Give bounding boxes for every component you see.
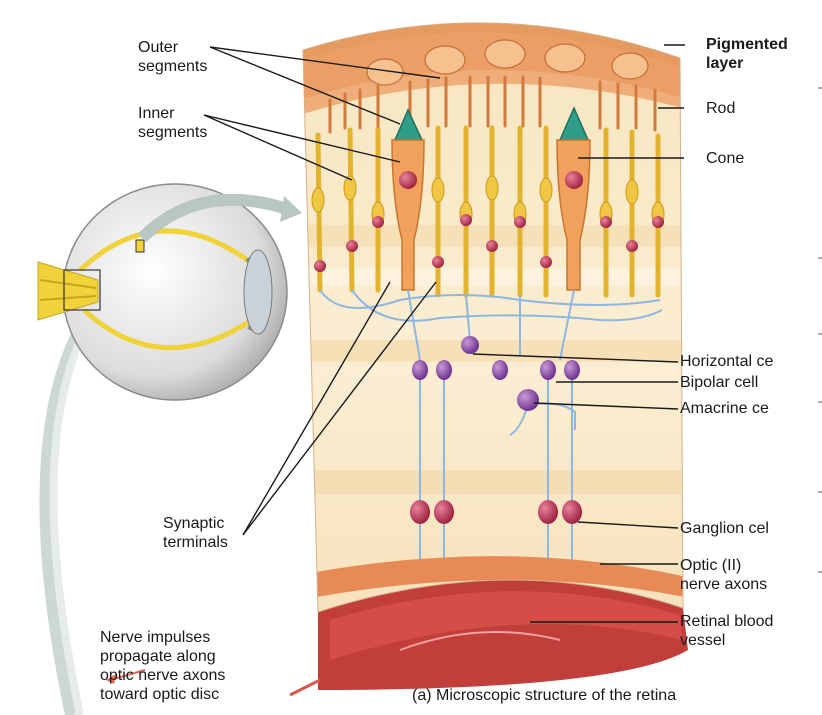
horizontal-cell-body <box>461 336 479 354</box>
figure-caption: (a) Microscopic structure of the retina <box>412 686 676 705</box>
retina-sample-box <box>136 240 144 252</box>
label-amacrine-cell: Amacrine ce <box>680 399 769 418</box>
label-cone: Cone <box>706 149 744 168</box>
label-optic-nerve-axons: Optic (II)nerve axons <box>680 556 767 594</box>
label-horizontal-cell: Horizontal ce <box>680 352 773 371</box>
label-bipolar-cell: Bipolar cell <box>680 373 758 392</box>
amacrine-cell-body <box>517 389 539 411</box>
label-rod: Rod <box>706 99 735 118</box>
label-ganglion-cell: Ganglion cel <box>680 519 769 538</box>
